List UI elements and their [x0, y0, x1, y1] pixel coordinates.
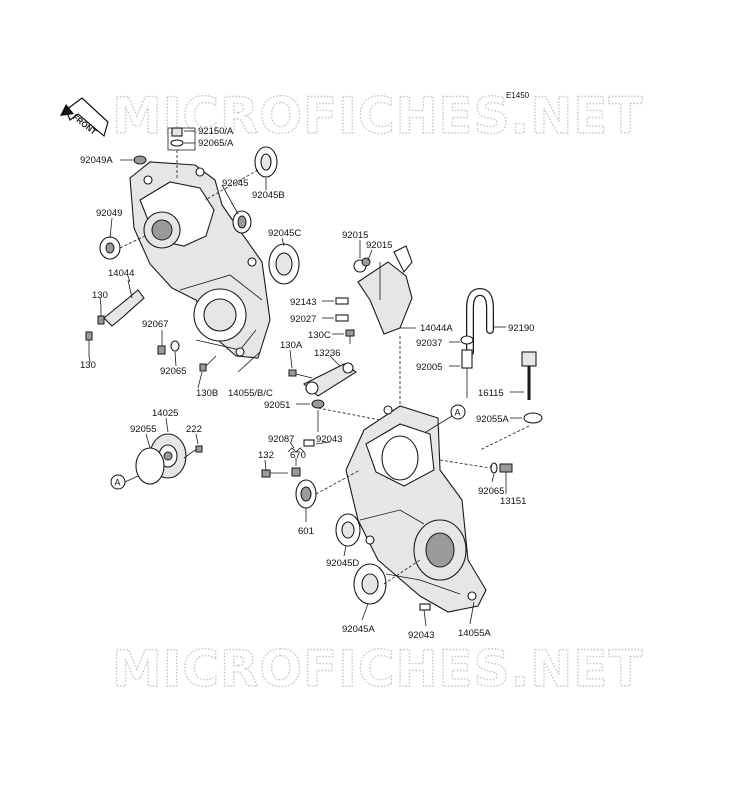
washer-92065A [170, 139, 184, 147]
label-92150A: 92150/A [198, 126, 234, 137]
ball-670 [291, 467, 301, 477]
label-92005: 92005 [416, 362, 442, 373]
bolt-130-b [85, 331, 93, 356]
label-92015-b: 92015 [366, 240, 392, 251]
seal-92045 [232, 210, 252, 234]
label-92049: 92049 [96, 208, 122, 219]
o-ring-92055A [523, 412, 543, 424]
label-130-a: 130 [92, 290, 108, 301]
bearing-92045B [254, 146, 278, 178]
front-arrow-icon: FRONT [60, 97, 109, 138]
label-14044: 14044 [108, 268, 134, 279]
label-92045C: 92045C [268, 228, 301, 239]
label-92055: 92055 [130, 424, 156, 435]
clamp-92037 [460, 335, 474, 345]
plug-13151 [499, 463, 513, 494]
label-92027: 92027 [290, 314, 316, 325]
ref-marker-a-right: A [450, 404, 466, 420]
pin-92043-top [303, 439, 315, 447]
bracket-14044 [103, 289, 145, 327]
washer-92051 [311, 399, 325, 409]
svg-text:A: A [455, 408, 461, 418]
right-gear-case [345, 405, 487, 613]
washer-92065-left [170, 340, 180, 352]
label-92015-a: 92015 [342, 230, 368, 241]
left-gear-case [129, 161, 271, 359]
label-92045D: 92045D [326, 558, 359, 569]
label-92065-right: 92065 [478, 486, 504, 497]
label-130A: 130A [280, 340, 303, 351]
label-13236: 13236 [314, 348, 340, 359]
bolt-130C [345, 329, 355, 344]
label-130C: 130C [308, 330, 331, 341]
bracket-14044A [353, 245, 413, 335]
dipstick-16115 [521, 351, 537, 400]
label-92043-bottom: 92043 [408, 630, 434, 641]
o-ring-92055 [135, 447, 165, 485]
label-14055BC: 14055/B/C [228, 388, 273, 399]
label-132: 132 [258, 450, 274, 461]
label-601: 601 [298, 526, 314, 537]
watermark-bottom: MICROFICHES.NET [112, 640, 644, 698]
collar-92143 [335, 297, 349, 305]
svg-text:A: A [115, 478, 121, 488]
label-92045A: 92045A [342, 624, 375, 635]
spring-92087 [287, 447, 305, 453]
label-92055A: 92055A [476, 414, 509, 425]
label-92067: 92067 [142, 319, 168, 330]
label-92045: 92045 [222, 178, 248, 189]
label-92051: 92051 [264, 400, 290, 411]
label-92190: 92190 [508, 323, 534, 334]
watermark-top: MICROFICHES.NET [112, 87, 644, 145]
bearing-92045D [335, 513, 361, 547]
label-92087: 92087 [268, 434, 294, 445]
pin-92043-bottom [419, 603, 431, 611]
bearing-92045C [268, 243, 300, 285]
bolt-130-a [97, 306, 105, 325]
lever-13236 [303, 362, 358, 397]
label-92065A-top: 92065/A [198, 138, 234, 149]
plug-92150A [171, 127, 183, 137]
leader-lines [88, 130, 524, 627]
label-92065-left: 92065 [160, 366, 186, 377]
bearing-92045A [353, 563, 387, 605]
seal-92049A [133, 155, 147, 165]
washer-92065-right [490, 462, 498, 474]
bolt-222 [183, 445, 203, 459]
label-92143: 92143 [290, 297, 316, 308]
diagram-code: E1450 [506, 91, 530, 100]
label-92049A: 92049A [80, 155, 113, 166]
ref-marker-a-left: A [110, 474, 126, 490]
seal-92049 [99, 236, 121, 260]
label-92043-top: 92043 [316, 434, 342, 445]
label-670: 670 [290, 450, 306, 461]
label-130B: 130B [196, 388, 218, 399]
label-14025: 14025 [152, 408, 178, 419]
label-14044A: 14044A [420, 323, 453, 334]
label-92045B: 92045B [252, 190, 285, 201]
bolt-92067 [157, 330, 166, 355]
label-92037: 92037 [416, 338, 442, 349]
bolt-130B [199, 355, 217, 372]
label-130-b: 130 [80, 360, 96, 371]
label-13151: 13151 [500, 496, 526, 507]
bolt-132 [261, 469, 288, 478]
bolt-130A [288, 369, 313, 379]
pin-92027 [335, 314, 349, 322]
seal-601 [295, 479, 317, 509]
label-14055A: 14055A [458, 628, 491, 639]
fitting-92005 [461, 349, 473, 398]
label-16115: 16115 [478, 388, 504, 399]
label-222: 222 [186, 424, 202, 435]
